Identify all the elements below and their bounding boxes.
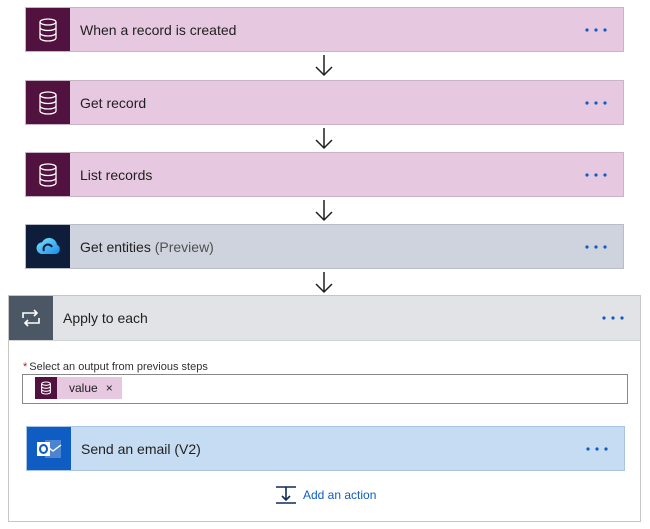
dataverse-icon (26, 81, 70, 124)
preview-label: (Preview) (154, 238, 214, 255)
apply-to-each-title: Apply to each (63, 310, 148, 326)
flow-arrow-icon (315, 55, 333, 77)
more-options-icon[interactable] (594, 303, 632, 333)
apply-to-each-header[interactable]: Apply to each (9, 296, 640, 341)
remove-token-icon[interactable]: × (105, 381, 113, 395)
field-label: *Select an output from previous steps (23, 361, 208, 373)
dataverse-icon (26, 153, 70, 196)
more-options-icon[interactable] (577, 88, 615, 118)
dataverse-icon (35, 377, 57, 399)
step-title-text: Get entities (80, 238, 151, 255)
outlook-icon (27, 427, 71, 470)
step-title[interactable]: When a record is created (80, 21, 237, 38)
flow-arrow-icon (315, 200, 333, 222)
add-action-label: Add an action (303, 488, 377, 502)
more-options-icon[interactable] (577, 232, 615, 262)
add-action-button[interactable]: Add an action (275, 485, 376, 505)
dataverse-icon (26, 8, 70, 51)
more-options-icon[interactable] (577, 160, 615, 190)
entities-icon (26, 225, 70, 268)
dynamic-content-token[interactable]: value × (35, 377, 122, 399)
more-options-icon[interactable] (577, 15, 615, 45)
loop-icon (9, 296, 53, 340)
step-card-get-record[interactable]: Get record (25, 80, 624, 125)
step-card-when-record-created[interactable]: When a record is created (25, 7, 624, 52)
step-card-list-records[interactable]: List records (25, 152, 624, 197)
add-action-icon (276, 486, 296, 504)
previous-output-input[interactable]: value × (22, 374, 628, 404)
more-options-icon[interactable] (578, 434, 616, 464)
apply-to-each-body: *Select an output from previous steps va… (9, 341, 640, 521)
step-title[interactable]: Send an email (V2) (81, 440, 201, 457)
apply-to-each-scope: Apply to each *Select an output from pre… (8, 295, 641, 522)
field-label-text: Select an output from previous steps (29, 361, 208, 373)
flow-arrow-icon (315, 272, 333, 294)
step-title[interactable]: Get entities (Preview) (70, 239, 577, 255)
step-card-send-email[interactable]: Send an email (V2) (26, 426, 625, 471)
step-title[interactable]: Get record (80, 94, 147, 111)
step-card-get-entities[interactable]: Get entities (Preview) (25, 224, 624, 269)
required-mark: * (23, 361, 28, 373)
step-title[interactable]: List records (80, 166, 153, 183)
flow-arrow-icon (315, 128, 333, 150)
token-label: value (69, 381, 98, 395)
